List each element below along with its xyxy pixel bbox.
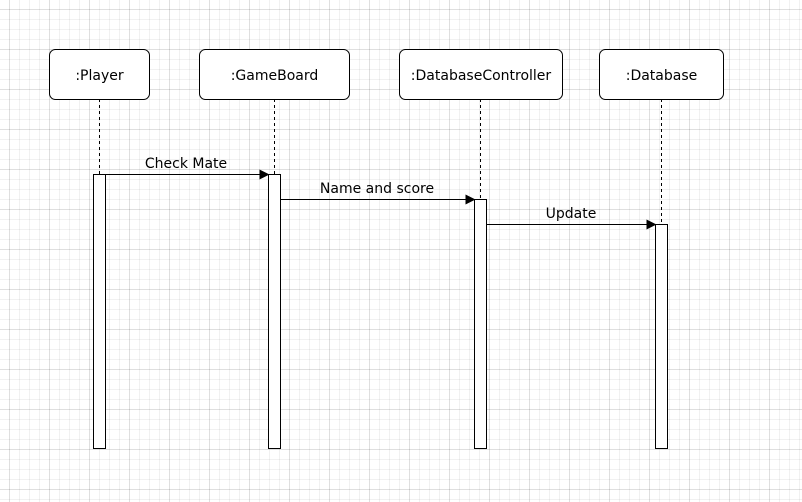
message-label-name-and-score: Name and score [320,181,434,197]
activation-bar-database[interactable] [655,224,668,449]
participant-dbcontroller[interactable]: :DatabaseController [399,49,563,449]
message-label-update: Update [546,206,597,222]
message-label-check-mate: Check Mate [145,156,227,172]
participant-gameboard[interactable]: :GameBoard [199,49,350,449]
message-update[interactable]: Update [486,206,657,230]
participant-label-dbcontroller: :DatabaseController [411,68,552,84]
message-check-mate[interactable]: Check Mate [105,156,270,180]
participant-box-gameboard[interactable] [199,49,350,100]
participant-label-database: :Database [626,68,698,84]
participant-box-database[interactable] [599,49,724,100]
participant-label-player: :Player [75,68,124,84]
message-name-and-score[interactable]: Name and score [280,181,476,205]
activation-bar-player[interactable] [93,174,106,449]
participant-box-dbcontroller[interactable] [399,49,563,100]
activation-bar-dbcontroller[interactable] [474,199,487,449]
participant-label-gameboard: :GameBoard [231,68,319,84]
participant-player[interactable]: :Player [49,49,150,449]
participant-database[interactable]: :Database [599,49,724,449]
activation-bar-gameboard[interactable] [268,174,281,449]
participant-box-player[interactable] [49,49,150,100]
